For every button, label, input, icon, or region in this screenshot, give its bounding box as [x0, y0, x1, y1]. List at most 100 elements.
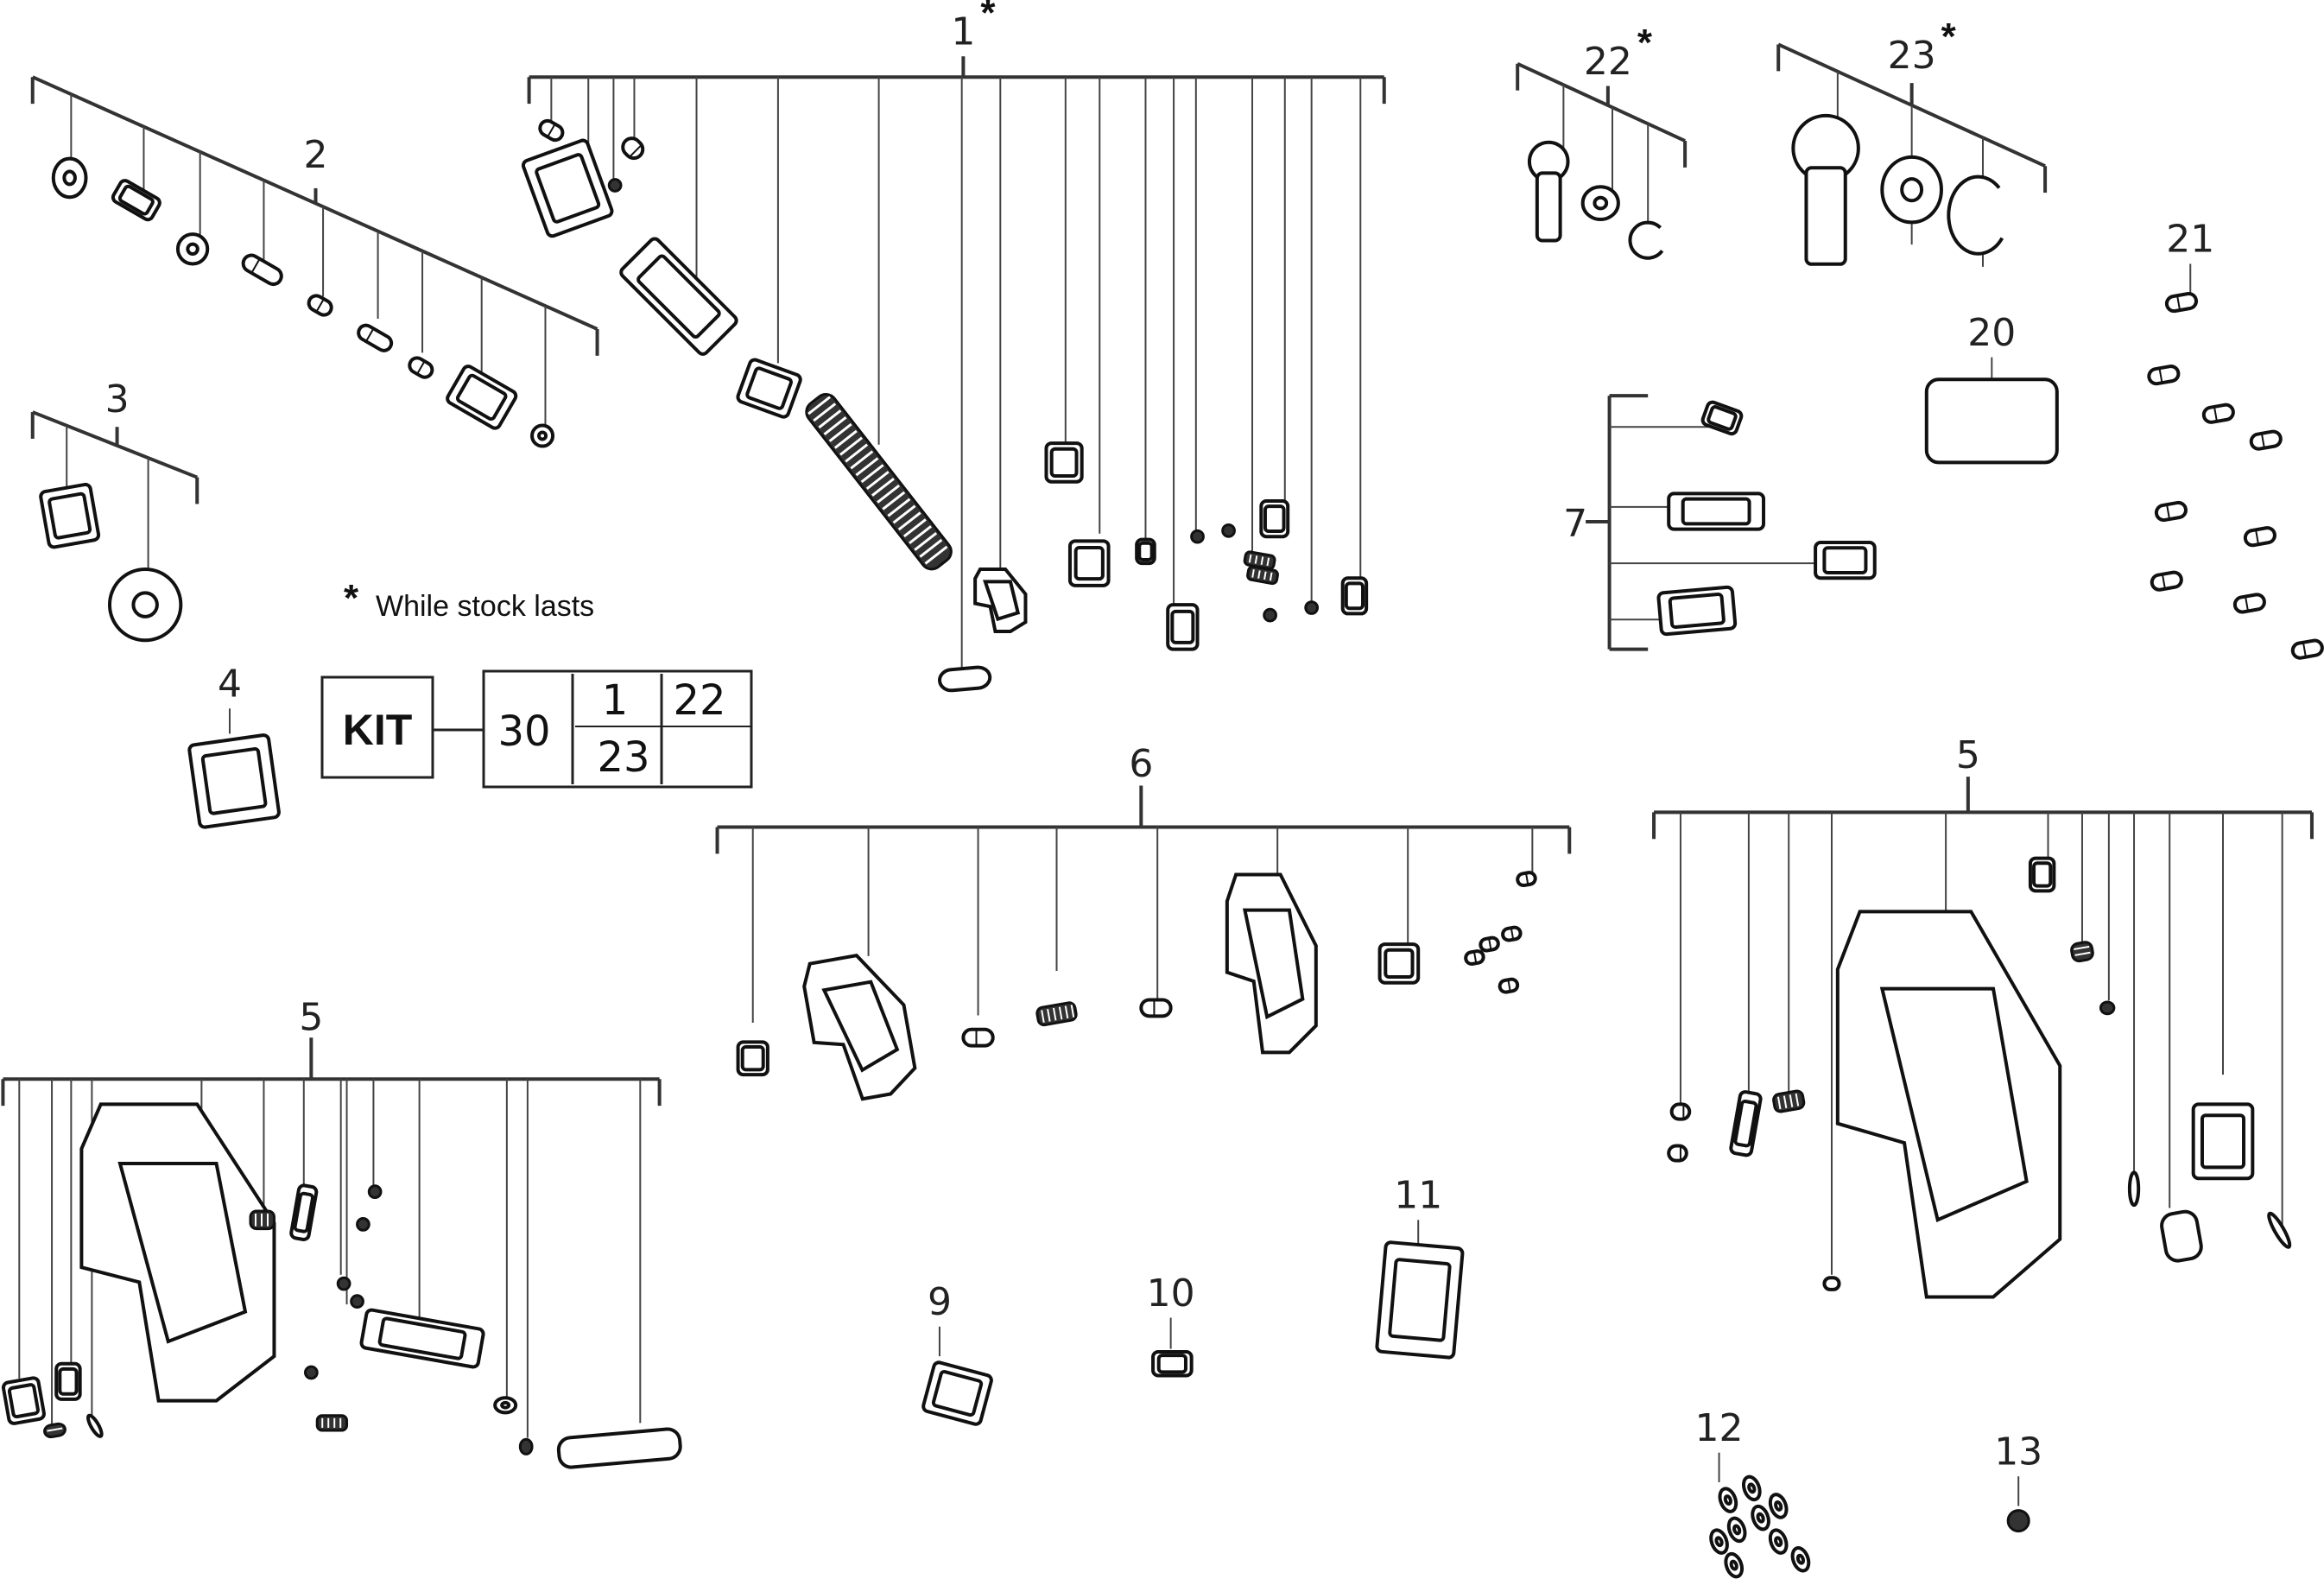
spring-coil — [924, 545, 948, 565]
spring-coil — [1047, 1009, 1051, 1022]
part-screw — [2243, 526, 2277, 548]
part-block — [521, 138, 614, 238]
block-detail — [1822, 546, 1868, 575]
small-nut — [1221, 523, 1236, 538]
screw-head-line — [416, 360, 426, 375]
part-housing — [1225, 872, 1318, 1055]
part-gasket — [556, 1427, 682, 1469]
part-block — [39, 482, 101, 549]
spring-coil — [882, 491, 906, 510]
ring-inner — [1756, 1512, 1765, 1524]
callout-number-20: 20 — [1967, 311, 2016, 355]
pin-body — [2267, 1211, 2292, 1249]
part-screw — [1669, 1102, 1692, 1121]
block-detail — [377, 1316, 467, 1360]
bracket-callout-5a — [1, 1037, 662, 1438]
ring-inner — [131, 591, 159, 618]
part-ring — [1580, 185, 1620, 221]
ring-inner — [62, 169, 77, 187]
kit-cell-23: 23 — [597, 733, 649, 782]
small-nut — [2006, 1509, 2030, 1533]
part-ring — [1726, 1516, 1747, 1544]
spring-coil — [1783, 1095, 1788, 1109]
spring-coil — [1789, 1094, 1794, 1107]
block-detail — [200, 747, 268, 815]
kit-label-box — [320, 675, 434, 779]
part-dot — [1263, 607, 1277, 623]
spring-body — [315, 1414, 349, 1432]
block-detail — [7, 1383, 40, 1419]
part-block — [187, 733, 281, 829]
small-nut — [1263, 607, 1277, 623]
part-screw — [241, 253, 283, 287]
screw-head-line — [1472, 951, 1478, 964]
block-detail — [1384, 948, 1415, 980]
block-detail — [1388, 1258, 1452, 1342]
callout-number-4: 4 — [218, 663, 242, 707]
block-detail — [1049, 447, 1079, 479]
ring-inner — [1795, 1553, 1806, 1565]
part-block — [1375, 1240, 1465, 1360]
ring-inner — [1900, 177, 1924, 203]
spring-coil — [1058, 1006, 1063, 1020]
ring-inner — [1723, 1494, 1732, 1506]
part-block — [289, 1183, 319, 1241]
part-ring — [107, 567, 183, 643]
screw-head-line — [547, 124, 556, 137]
ring-inner — [1593, 195, 1609, 211]
screw-body — [1669, 1102, 1692, 1121]
block-detail — [47, 491, 92, 540]
spring-coil — [914, 531, 938, 551]
ring-inner — [1747, 1482, 1757, 1494]
block-detail — [2200, 1113, 2246, 1170]
part-block — [1067, 539, 1111, 587]
part-ring — [1751, 1504, 1770, 1531]
screw-head-line — [2161, 574, 2166, 589]
spring-body — [1246, 565, 1279, 586]
part-dot — [2006, 1509, 2030, 1533]
part-clip — [1628, 220, 1664, 260]
part-screw — [2201, 403, 2235, 424]
part-pin — [2267, 1211, 2292, 1249]
part-screw — [408, 356, 434, 379]
kit-number-box — [482, 669, 753, 789]
spring-coil — [47, 1427, 63, 1432]
part-ring — [1880, 155, 1943, 225]
block-detail — [636, 254, 721, 339]
spring-coil — [1263, 571, 1267, 580]
part-block — [1340, 576, 1369, 616]
part-block — [1151, 1349, 1194, 1378]
ring-inner — [537, 430, 548, 441]
part-pin — [1822, 1276, 1841, 1291]
part-ring — [1709, 1528, 1729, 1555]
kit-label: KIT — [343, 706, 413, 754]
part-spring — [249, 1209, 275, 1231]
spring-coil — [850, 450, 874, 470]
gasket-outline — [1924, 377, 2059, 465]
part-block — [1814, 541, 1877, 580]
lever-handle — [1804, 166, 1847, 266]
callout-number-5: 5 — [299, 996, 323, 1040]
part-block — [1135, 537, 1156, 566]
part-ring — [1790, 1546, 1811, 1573]
part-screw — [2147, 365, 2181, 386]
part-block — [1729, 1090, 1763, 1157]
spring-coil — [828, 422, 852, 442]
housing-detail — [117, 1162, 248, 1344]
part-screw — [1479, 935, 1500, 953]
part-block — [446, 365, 518, 430]
spring-coil — [845, 443, 869, 463]
ring-inner — [1729, 1559, 1738, 1571]
block-detail — [740, 1045, 765, 1072]
part-screw — [2290, 638, 2324, 660]
part-dot — [1190, 529, 1205, 544]
part-spring — [2070, 941, 2094, 963]
part-block — [359, 1308, 485, 1369]
spring-coil — [1052, 1007, 1057, 1021]
part-housing — [802, 954, 917, 1101]
screw-body — [357, 323, 394, 352]
screw-head-line — [1507, 980, 1511, 992]
retaining-clip — [1628, 220, 1664, 260]
part-lever — [1791, 113, 1860, 266]
spring-coil — [2074, 951, 2091, 956]
